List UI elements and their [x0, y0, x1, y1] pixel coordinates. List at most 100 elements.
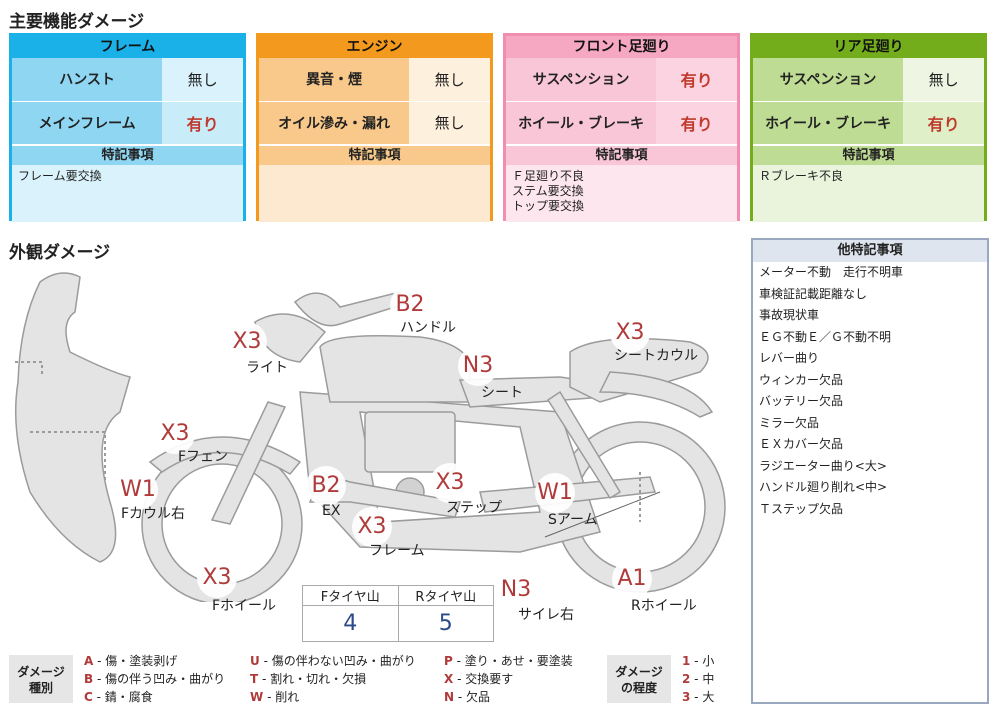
panel-1: エンジン異音・煙無しオイル滲み・漏れ無し特記事項	[256, 33, 493, 222]
note-line: トップ要交換	[512, 198, 585, 213]
legend-type-item: A - 傷・塗装剥げ	[84, 654, 178, 668]
panel-row-value: 無し	[409, 101, 490, 145]
legend-text: 割れ・切れ・欠損	[270, 672, 367, 686]
panel-row-value: 有り	[656, 101, 737, 145]
notes-title: 特記事項	[753, 144, 984, 165]
panel-row-value: 無し	[409, 58, 490, 102]
rear-shock-shape	[546, 390, 622, 500]
other-note-item: ミラー欠品	[759, 415, 820, 430]
legend-degree-item: 2 - 中	[682, 672, 715, 686]
damage-mark-code: W1	[118, 470, 158, 510]
legend-key: N	[444, 690, 455, 704]
legend-text: 傷・塗装剥げ	[105, 654, 178, 668]
note-line: Ｒブレーキ不良	[759, 168, 844, 183]
legend-type-item: T - 割れ・切れ・欠損	[250, 672, 367, 686]
panel-title: エンジン	[259, 36, 490, 58]
rear-tire-value: 5	[397, 605, 494, 642]
damage-mark-code: X3	[352, 507, 392, 547]
legend-type-item: P - 塗り・あせ・要塗装	[444, 654, 573, 668]
damage-degree-legend-title: ダメージ の程度	[607, 655, 671, 703]
damage-mark-code: B2	[306, 466, 346, 506]
note-line: Ｆ足廻り不良	[512, 168, 585, 183]
other-note-item: 車検証記載距離なし	[759, 286, 868, 301]
panel-0: フレームハンスト無しメインフレーム有り特記事項フレーム要交換	[9, 33, 246, 222]
legend-key: A	[84, 654, 94, 668]
damage-mark-code: X3	[610, 313, 650, 353]
damage-mark-code: X3	[430, 463, 470, 503]
damage-mark-label: ハンドル	[400, 320, 456, 336]
other-note-item: ハンドル廻り削れ<中>	[759, 480, 888, 494]
damage-mark-code: X3	[197, 558, 237, 598]
note-line: フレーム要交換	[18, 168, 102, 183]
other-note-item: ラジエーター曲り<大>	[759, 458, 887, 473]
panel-row-label: メインフレーム	[12, 101, 163, 145]
panel-row-label: オイル滲み・漏れ	[259, 101, 410, 145]
legend-text: 交換要す	[465, 672, 514, 686]
fuel-tank-shape	[319, 335, 471, 403]
damage-mark-label: Fフェン	[178, 449, 229, 465]
panel-row-label: ハンスト	[12, 58, 163, 102]
damage-mark-label: Fカウル右	[121, 506, 186, 522]
legend-text: 中	[702, 672, 715, 686]
damage-mark-label: フレーム	[369, 543, 425, 559]
legend-type-item: U - 傷の伴わない凹み・曲がり	[250, 654, 416, 668]
handlebar-shape	[293, 291, 407, 327]
legend-degree-item: 1 - 小	[682, 654, 715, 668]
other-note-item: メーター不動 走行不明車	[759, 265, 904, 279]
legend-text: 欠品	[466, 690, 491, 704]
legend-key: C	[84, 690, 93, 704]
damage-mark-label: シートカウル	[614, 348, 698, 364]
panel-row-value: 有り	[903, 101, 984, 145]
damage-mark-code: A1	[612, 559, 652, 599]
front-tire-label: Fタイヤ山	[302, 585, 399, 606]
damage-mark-code: W1	[535, 473, 575, 513]
panel-row-label: 異音・煙	[259, 58, 410, 102]
legend-key: W	[250, 690, 264, 704]
panel-title: フロント足廻り	[506, 36, 737, 58]
legend-key: 1	[682, 654, 691, 668]
legend-text: 傷の伴う凹み・曲がり	[105, 672, 226, 686]
front-tire-value: 4	[302, 605, 399, 642]
panel-title: リア足廻り	[753, 36, 984, 58]
notes-body: Ｆ足廻り不良ステム要交換トップ要交換	[506, 164, 737, 222]
front-fork-shape	[210, 401, 287, 525]
other-note-item: ＥＸカバー欠品	[759, 437, 844, 451]
engine-shape	[364, 411, 456, 473]
legend-type-item: C - 錆・腐食	[84, 690, 153, 704]
front-fairing-shape	[14, 272, 131, 563]
panel-row-label: ホイール・ブレーキ	[506, 101, 657, 145]
damage-mark-label: Sアーム	[548, 512, 598, 528]
damage-mark-label: EX	[322, 503, 341, 519]
legend-text: 錆・腐食	[104, 690, 153, 704]
rear-tire-label: Rタイヤ山	[397, 585, 494, 606]
panel-row-label: サスペンション	[506, 58, 657, 102]
damage-mark-label: シート	[481, 385, 523, 401]
panel-row-label: サスペンション	[753, 58, 904, 102]
other-note-item: 事故現状車	[759, 308, 820, 322]
note-line: ステム要交換	[512, 183, 584, 198]
damage-mark-label: Rホイール	[631, 598, 697, 614]
legend-text: 小	[702, 654, 715, 668]
notes-title: 特記事項	[12, 144, 243, 165]
legend-text: 削れ	[275, 690, 300, 704]
damage-mark-label: ステップ	[446, 500, 502, 516]
notes-body	[259, 164, 490, 222]
panel-row-value: 有り	[162, 101, 243, 145]
legend-type-item: N - 欠品	[444, 690, 491, 704]
notes-body: フレーム要交換	[12, 164, 243, 222]
panel-row-value: 無し	[162, 58, 243, 102]
damage-mark-code: N3	[458, 346, 498, 386]
damage-mark-code: B2	[390, 285, 430, 325]
damage-mark-label: Fホイール	[212, 598, 277, 614]
main-damage-title: 主要機能ダメージ	[9, 12, 145, 32]
damage-mark-code: X3	[227, 322, 267, 362]
damage-mark-label: ライト	[246, 360, 288, 376]
other-note-item: バッテリー欠品	[759, 394, 844, 408]
legend-text: 大	[702, 690, 715, 704]
legend-key: U	[250, 654, 260, 668]
damage-mark-code: N3	[496, 570, 536, 610]
panel-row-value: 有り	[656, 58, 737, 102]
legend-key: X	[444, 672, 454, 686]
